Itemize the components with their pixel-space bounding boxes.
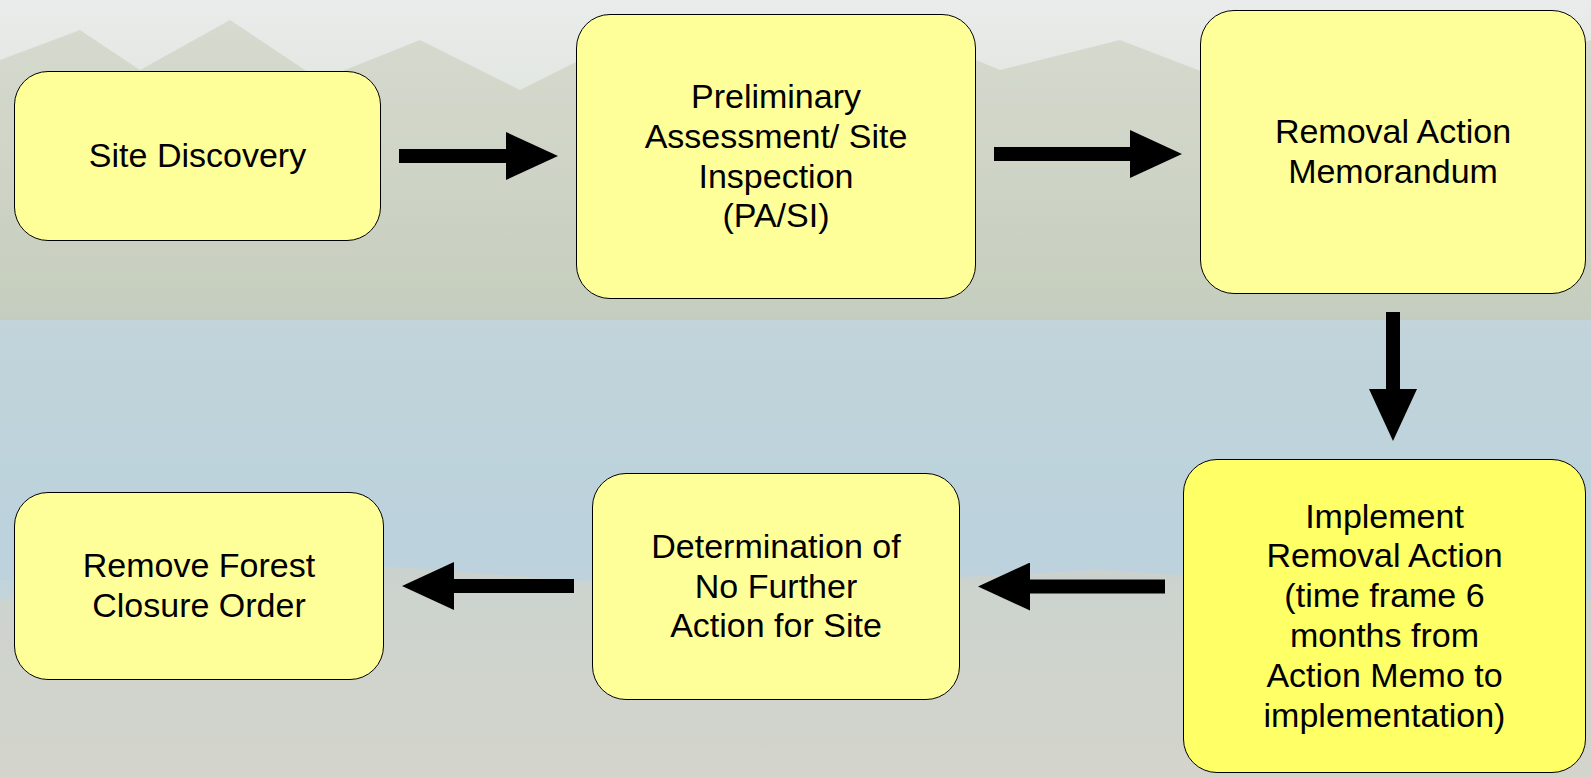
box-label: Remove Forest Closure Order xyxy=(68,546,330,626)
flow-arrow xyxy=(399,149,520,163)
process-box: Implement Removal Action (time frame 6 m… xyxy=(1183,459,1586,773)
process-box: Site Discovery xyxy=(14,71,381,241)
flow-arrow xyxy=(1386,312,1400,403)
flow-arrow xyxy=(1016,580,1165,594)
flow-arrow xyxy=(440,579,574,593)
process-box: Determination of No Further Action for S… xyxy=(592,473,960,700)
box-label: Site Discovery xyxy=(89,136,306,176)
process-box: Preliminary Assessment/ Site Inspection … xyxy=(576,14,976,299)
process-box: Remove Forest Closure Order xyxy=(14,492,384,680)
box-label: Removal Action Memorandum xyxy=(1258,112,1528,192)
box-label: Implement Removal Action (time frame 6 m… xyxy=(1254,497,1516,736)
box-label: Preliminary Assessment/ Site Inspection … xyxy=(641,77,911,236)
flow-arrow xyxy=(994,147,1144,161)
box-label: Determination of No Further Action for S… xyxy=(645,527,907,646)
process-box: Removal Action Memorandum xyxy=(1200,10,1586,294)
